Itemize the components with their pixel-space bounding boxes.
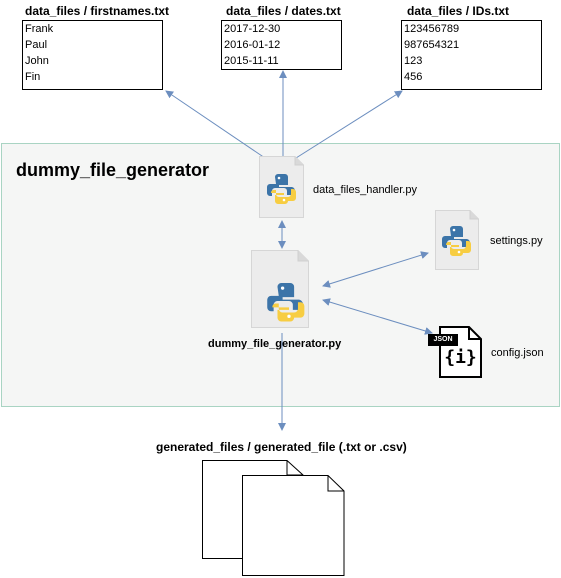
module-title: dummy_file_generator: [16, 160, 210, 180]
firstname-line: John: [25, 55, 49, 67]
json-glyph: {i}: [444, 347, 477, 368]
json-badge: JSON: [433, 336, 453, 343]
firstname-line: Frank: [25, 23, 54, 35]
config-file-label: config.json: [491, 347, 544, 359]
firstnames-title: data_files / firstnames.txt: [25, 4, 170, 18]
firstname-line: Fin: [25, 71, 41, 83]
json-file-icon: JSON {i}: [427, 326, 483, 378]
python-file-icon: [259, 156, 304, 218]
ids-title: data_files / IDs.txt: [407, 4, 510, 18]
arrow-handler-to-ids: [295, 90, 403, 159]
id-line: 456: [404, 71, 423, 83]
date-line: 2017-12-30: [224, 23, 281, 35]
python-file-icon: [435, 210, 479, 270]
generator-file-label: dummy_file_generator.py: [208, 338, 342, 350]
settings-file-label: settings.py: [490, 235, 543, 247]
arrow-handler-to-firstnames: [165, 90, 266, 159]
arrow-generator-config: [322, 298, 433, 335]
arrow-generator-settings: [322, 251, 429, 288]
firstnames-box: Frank Paul John Fin: [22, 20, 163, 90]
id-line: 987654321: [404, 39, 460, 51]
dates-title: data_files / dates.txt: [226, 4, 341, 18]
output-title: generated_files / generated_file (.txt o…: [156, 440, 407, 454]
id-line: 123456789: [404, 23, 460, 35]
dates-box: 2017-12-30 2016-01-12 2015-11-11: [221, 20, 342, 70]
date-line: 2016-01-12: [224, 39, 281, 51]
ids-box: 123456789 987654321 123 456: [401, 20, 542, 90]
id-line: 123: [404, 55, 423, 67]
firstname-line: Paul: [25, 39, 48, 51]
date-line: 2015-11-11: [224, 55, 279, 67]
handler-file-label: data_files_handler.py: [313, 184, 417, 196]
python-file-icon: [251, 250, 309, 328]
document-icon: [202, 460, 345, 576]
